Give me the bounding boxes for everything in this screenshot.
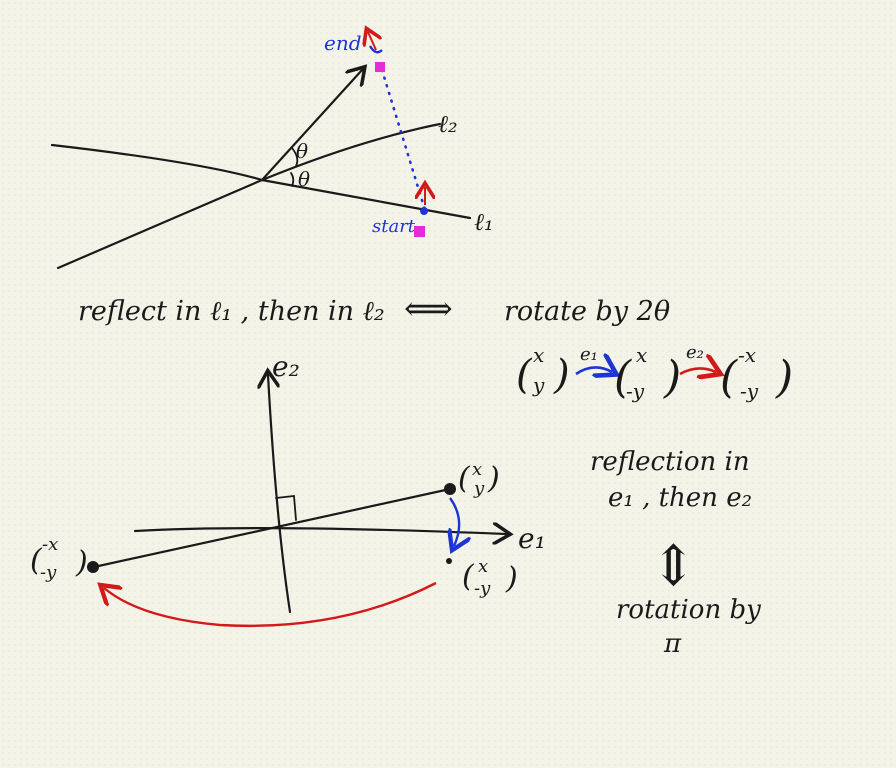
svg-text:-x: -x	[42, 534, 58, 555]
svg-text:(: (	[720, 352, 738, 403]
end-red-arrow	[368, 32, 376, 51]
e1-axis	[133, 528, 506, 534]
chain-v2-bottom: -y	[626, 379, 645, 403]
line-l1	[50, 143, 472, 220]
svg-text:): )	[663, 352, 681, 403]
svg-text:): )	[505, 561, 518, 596]
svg-text:-y: -y	[474, 578, 491, 599]
angle-arc-upper	[291, 147, 299, 167]
point-neg-x-neg-y	[87, 561, 99, 573]
svg-text:): )	[75, 545, 88, 580]
end-blue-hook	[368, 45, 383, 54]
label-l1: ℓ₁	[474, 208, 494, 236]
point-x-neg-y	[446, 558, 452, 564]
chain-v1-top: x	[533, 343, 544, 367]
axes-diagram	[92, 375, 506, 614]
chain-red-arrow	[679, 368, 716, 374]
statement-left: reflect in ℓ₁ , then in ℓ₂	[78, 296, 385, 327]
label-e2: e₂	[272, 350, 300, 383]
chain-v1-bottom: y	[532, 373, 545, 397]
vector-label-neg-x-neg-y: ( -x -y )	[30, 534, 88, 583]
summary-line2: e₁ , then e₂	[608, 483, 752, 513]
summary-equiv: ⇕	[650, 534, 697, 599]
chain-blue-arrow	[575, 367, 612, 374]
blue-reflection-arrow	[450, 497, 459, 546]
chain-arrow1-label: e₁	[580, 344, 598, 365]
chain-v2-top: x	[636, 343, 647, 367]
svg-text:y: y	[473, 478, 485, 499]
e2-axis	[268, 375, 292, 614]
reflection-chain: ( x y ) e₁ ( x -y ) e₂ ( -x -y )	[516, 342, 793, 403]
summary-line3: rotation by	[616, 595, 761, 625]
start-marker	[414, 226, 425, 237]
svg-text:x: x	[478, 556, 488, 577]
svg-text:(: (	[458, 461, 471, 496]
point-x-y	[444, 483, 456, 495]
svg-text:(: (	[462, 559, 475, 594]
statement-arrow: ⟺	[404, 289, 453, 329]
top-diagram	[50, 70, 472, 270]
label-e1: e₁	[518, 522, 546, 555]
chain-v3-top: -x	[738, 343, 756, 367]
chain-arrow2-label: e₂	[686, 342, 704, 363]
red-reflection-arrow	[104, 581, 437, 628]
vector-label-x-neg-y: ( x -y )	[462, 556, 518, 599]
svg-text:): )	[487, 461, 500, 496]
angle-arc-lower	[290, 172, 295, 187]
svg-text:): )	[775, 352, 793, 403]
right-angle-box	[275, 495, 297, 521]
end-vector-arrow	[260, 70, 362, 182]
label-end: end	[324, 31, 362, 55]
svg-text:(: (	[516, 352, 533, 398]
dotted-reflection-path	[380, 68, 427, 212]
angle-label-lower: θ	[298, 167, 310, 191]
line-l2	[56, 122, 442, 270]
chain-v3-bottom: -y	[740, 379, 759, 403]
svg-text:x: x	[472, 459, 482, 480]
line-through-origin	[92, 487, 452, 569]
svg-text:(: (	[30, 543, 43, 578]
svg-text:): )	[553, 352, 570, 398]
statement-right: rotate by 2θ	[504, 296, 670, 327]
start-blue-dot	[420, 207, 428, 215]
end-marker	[375, 62, 385, 72]
label-start: start	[372, 216, 416, 237]
svg-text:-y: -y	[40, 562, 57, 583]
vector-label-x-y: ( x y )	[458, 459, 500, 499]
angle-label-upper: θ	[296, 139, 308, 163]
label-l2: ℓ₂	[438, 110, 458, 138]
svg-text:(: (	[614, 352, 632, 403]
summary-line1: reflection in	[590, 447, 750, 477]
summary-line4: π	[663, 629, 682, 659]
